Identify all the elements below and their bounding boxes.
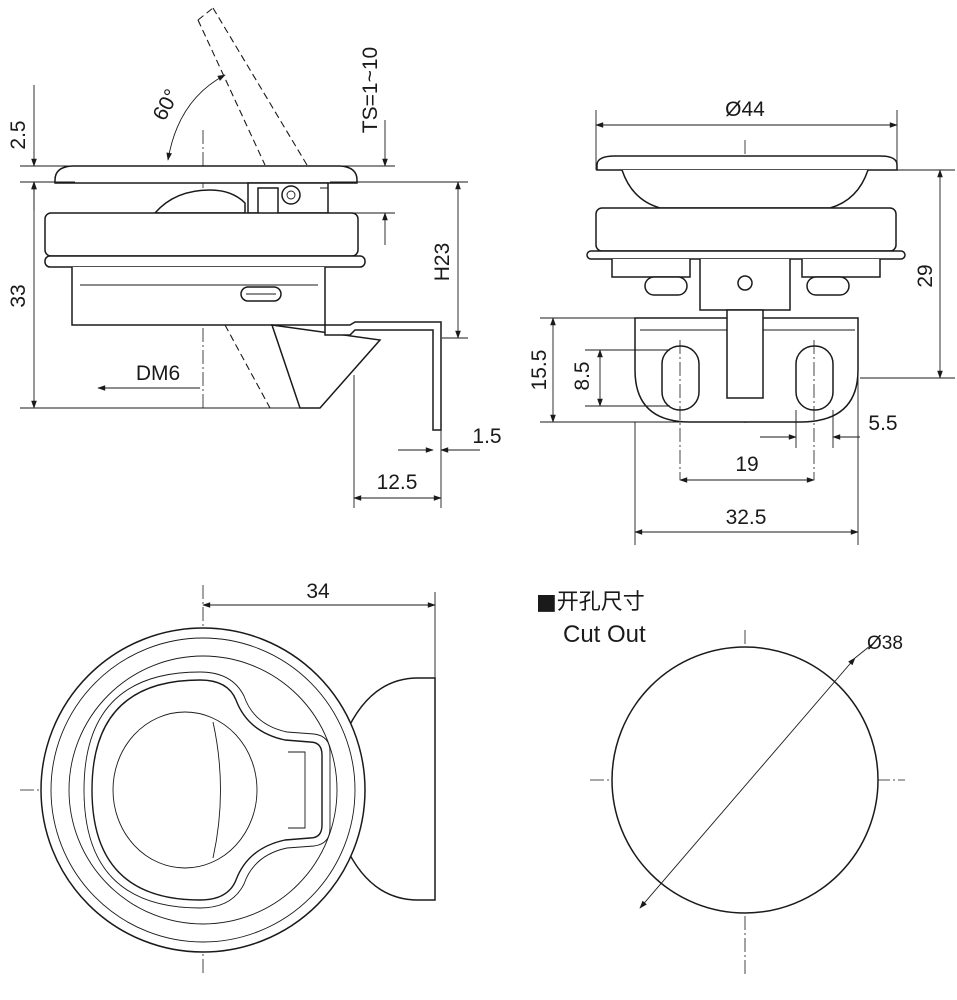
latch-cam: [270, 324, 382, 409]
dim-ts-label: TS=1~10: [359, 47, 382, 133]
screw-icon: [240, 286, 282, 302]
cutout-circle: [611, 646, 879, 914]
front-flange: [596, 155, 898, 171]
dim-dm6-label: DM6: [136, 362, 180, 385]
front-body: [595, 207, 897, 252]
side-body: [44, 212, 359, 257]
dim-d44-label: Ø44: [725, 98, 765, 121]
front-view: Ø44 29 15.5 8.5 5.5 19 32.5: [528, 98, 955, 545]
dim-8-5-label: 8.5: [571, 361, 594, 390]
dim-60deg-label: 60°: [149, 86, 184, 125]
cutout-title-cn: ■开孔尺寸: [536, 590, 645, 615]
latch-bracket: [324, 321, 442, 431]
slot-left: [661, 345, 700, 411]
dim-h23-label: H23: [431, 243, 454, 282]
dim-d38-label: Ø38: [867, 633, 903, 654]
dim-15-5-label: 15.5: [528, 350, 551, 391]
cutout-title-en: Cut Out: [563, 621, 646, 648]
slot-right: [795, 345, 834, 411]
side-handle: [153, 189, 246, 214]
pivot-pin: [281, 185, 301, 205]
dim-32-5-label: 32.5: [726, 506, 767, 529]
side-flange: [54, 165, 358, 184]
dim-34-label: 34: [306, 580, 330, 603]
outer-ring: [40, 627, 366, 953]
top-latch-tab: [344, 677, 436, 901]
top-handle: [91, 679, 323, 901]
dim-2-5-label: 2.5: [7, 120, 30, 149]
cutout-view: ■开孔尺寸 Cut Out Ø38: [536, 590, 905, 975]
dim-lines-top: [202, 592, 436, 678]
dim-lines-front: [540, 110, 955, 545]
dim-29-label: 29: [914, 264, 937, 287]
dim-12-5-label: 12.5: [377, 471, 418, 494]
dim-lines-side: [20, 74, 480, 508]
dim-1-5-label: 1.5: [472, 425, 501, 448]
top-view: 34: [20, 580, 436, 975]
side-view: 2.5 60° TS=1~10 33 H23 DM6 1.5 12.5: [7, 7, 502, 508]
dim-33-label: 33: [7, 284, 30, 307]
dim-5-5-label: 5.5: [868, 412, 897, 435]
dim-19-label: 19: [735, 453, 758, 476]
